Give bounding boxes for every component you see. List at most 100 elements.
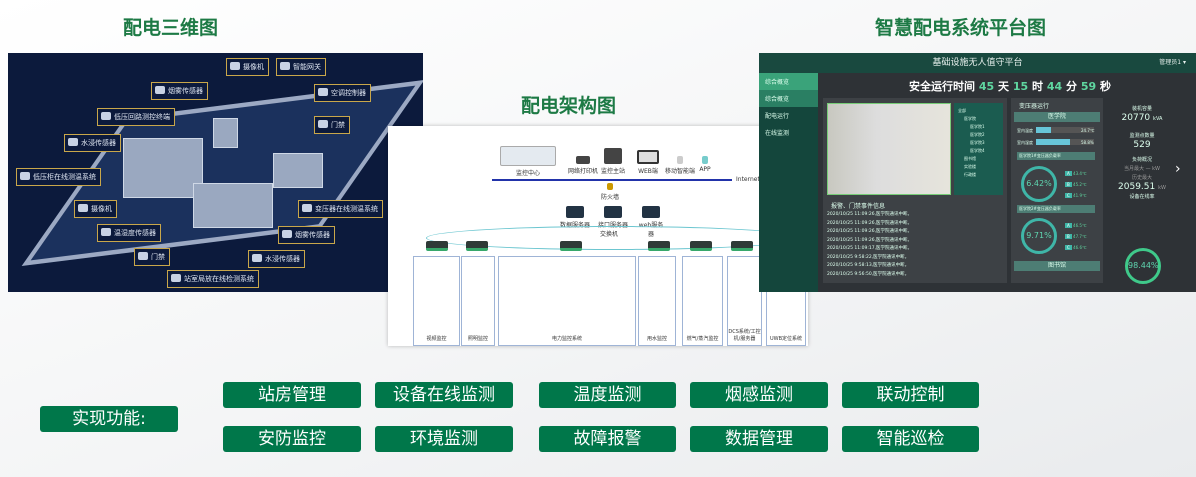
- phase-badge: B: [1065, 182, 1072, 187]
- phase-badge: B: [1065, 234, 1072, 239]
- alarm-item: 2020/10/25 9:56:50,医学院通讯中断。: [827, 271, 910, 277]
- tree-item[interactable]: 全部: [958, 108, 966, 113]
- hist-max-label: 历史最大: [1131, 175, 1152, 181]
- section-label: 电力监控系统: [551, 336, 582, 342]
- tree-item[interactable]: 医学院2: [970, 132, 985, 137]
- 3d-label: 变压器在线测温系统: [298, 200, 383, 218]
- user-menu[interactable]: 管理员1 ▾: [1159, 59, 1186, 66]
- function-button[interactable]: 智能巡检: [842, 426, 979, 452]
- tree-item[interactable]: 行政楼: [964, 172, 976, 177]
- title-3d: 配电三维图: [123, 17, 219, 39]
- sidebar-item-overview[interactable]: 综合概览: [759, 73, 818, 90]
- tree-item[interactable]: 医学院1: [970, 124, 985, 129]
- subsystem-section: 燃气/蒸汽监控: [682, 256, 723, 346]
- phase-badge: C: [1065, 245, 1072, 250]
- sidebar-subitem-power[interactable]: 配电运行: [765, 113, 790, 120]
- phase-temp: 45.2℃: [1073, 182, 1087, 187]
- phase-temp: 41.9℃: [1073, 193, 1087, 198]
- tree-item[interactable]: 图书馆: [964, 156, 976, 161]
- unit: 秒: [1100, 80, 1111, 93]
- function-button[interactable]: 联动控制: [842, 382, 979, 408]
- transformer1-label: 医学院1#变压器负载率: [1017, 152, 1095, 160]
- functions-label: 实现功能:: [40, 406, 178, 432]
- alarm-item: 2020/10/25 11:09:26,医学院通讯中断。: [827, 212, 913, 217]
- 3d-label: 门禁: [134, 248, 170, 266]
- tree-item[interactable]: 医学院: [964, 116, 976, 121]
- device-label: WEB端: [638, 168, 658, 175]
- camera-feed[interactable]: [827, 103, 951, 195]
- section-label: 视频监控: [426, 336, 447, 342]
- temp-value: 24.7℃: [1081, 128, 1095, 133]
- load-gauge-2: 9.71%: [1021, 218, 1057, 254]
- device-tree[interactable]: 全部医学院医学院1 医学院2 医学院3 医学院4 图书馆实验楼行政楼: [954, 103, 1003, 195]
- function-button[interactable]: 数据管理: [690, 426, 828, 452]
- online-rate-gauge: 98.44%: [1125, 248, 1161, 284]
- function-button[interactable]: 烟感监测: [690, 382, 828, 408]
- section-label: 燃气/蒸汽监控: [686, 336, 719, 342]
- points-value: 529: [1133, 140, 1151, 150]
- tree-item[interactable]: 医学院3: [970, 140, 985, 145]
- 3d-label: 水浸传感器: [64, 134, 121, 152]
- next-arrow-icon[interactable]: ›: [1175, 161, 1181, 177]
- transformer: [273, 153, 323, 188]
- alarm-item: 2020/10/25 11:09:26,医学院通讯中断。: [827, 220, 913, 226]
- internet-label: Internet: [736, 176, 760, 183]
- tab-library[interactable]: 图书馆: [1014, 261, 1100, 271]
- switchgear-cabinet: [123, 138, 203, 198]
- sidebar-subitem-overview[interactable]: 综合概览: [759, 90, 818, 107]
- alarm-item: 2020/10/25 9:58:13,医学院通讯中断。: [827, 263, 910, 268]
- tree-item[interactable]: 实验楼: [964, 164, 976, 169]
- function-button[interactable]: 站房管理: [223, 382, 361, 408]
- sidebar-item-monitoring[interactable]: 在线监测: [765, 130, 790, 137]
- device-label: 监控主站: [600, 168, 625, 175]
- 3d-label: 门禁: [314, 116, 350, 134]
- 3d-label: 低压柜在线测温系统: [16, 168, 101, 186]
- 3d-label: 摄像机: [74, 200, 117, 218]
- alarm-title: 报警、门禁事件信息: [831, 203, 886, 210]
- tree-item[interactable]: 医学院4: [970, 148, 985, 153]
- device-monitor-center: 监控中心: [498, 146, 558, 177]
- hist-unit: kW: [1158, 185, 1166, 191]
- gateway-node: [690, 241, 712, 251]
- month-max: 当月最大 — kW: [1123, 166, 1161, 172]
- hum-label: 室内湿度: [1017, 140, 1033, 145]
- device-label: APP: [699, 166, 711, 173]
- device-label: 网络打印机: [567, 168, 598, 175]
- 3d-label: 站室局放在线检测系统: [167, 270, 259, 288]
- gateway-node: [560, 241, 582, 251]
- phase-badge: C: [1065, 193, 1072, 198]
- section-label: 用水监控: [646, 336, 667, 342]
- subsystem-section: 照明监控: [461, 256, 495, 346]
- architecture-diagram: 监控中心 网络打印机 监控主站 WEB端 移动智能端 APP Internet …: [388, 126, 808, 346]
- 3d-label: 温湿度传感器: [97, 224, 161, 242]
- device-label: 防火墙: [600, 194, 619, 201]
- function-button[interactable]: 故障报警: [539, 426, 676, 452]
- subsystem-section: 用水监控: [638, 256, 676, 346]
- platform-screenshot: 基础设施无人值守平台 管理员1 ▾ 综合概览 综合概览 配电运行 在线监测 安全…: [759, 53, 1196, 292]
- gateway-node: [466, 241, 488, 251]
- phase-temp: 43.4℃: [1073, 171, 1087, 176]
- subsystem-section: 电力监控系统: [498, 256, 636, 346]
- 3d-label: 摄像机: [226, 58, 269, 76]
- platform-sidebar: 综合概览 综合概览 配电运行 在线监测: [759, 73, 818, 292]
- capacity-unit: kVA: [1153, 116, 1163, 122]
- points-label: 监测点数量: [1129, 133, 1155, 139]
- function-button[interactable]: 环境监测: [375, 426, 513, 452]
- gateway-node: [426, 241, 448, 251]
- section-label: 照明监控: [467, 336, 488, 342]
- function-button[interactable]: 安防监控: [223, 426, 361, 452]
- safety-runtime: 安全运行时间 45 天 15 时 44 分 59 秒: [909, 78, 1111, 94]
- alarm-item: 2020/10/25 11:09:26,医学院通讯中断。: [827, 229, 913, 234]
- alarm-item: 2020/10/25 9:58:22,医学院通讯中断。: [827, 254, 910, 260]
- seconds-value: 59: [1080, 80, 1097, 93]
- device-label: 监控中心: [515, 170, 540, 177]
- title-platform: 智慧配电系统平台图: [875, 17, 1047, 39]
- tab-medical[interactable]: 医学院: [1014, 112, 1100, 122]
- function-button[interactable]: 设备在线监测: [375, 382, 513, 408]
- section-label: UWB定位系统: [769, 336, 803, 342]
- transformer-title: 变压器运行: [1019, 103, 1050, 110]
- platform-header: 基础设施无人值守平台 管理员1 ▾: [759, 53, 1196, 73]
- 3d-label: 空调控制器: [314, 84, 371, 102]
- function-button[interactable]: 温度监测: [539, 382, 676, 408]
